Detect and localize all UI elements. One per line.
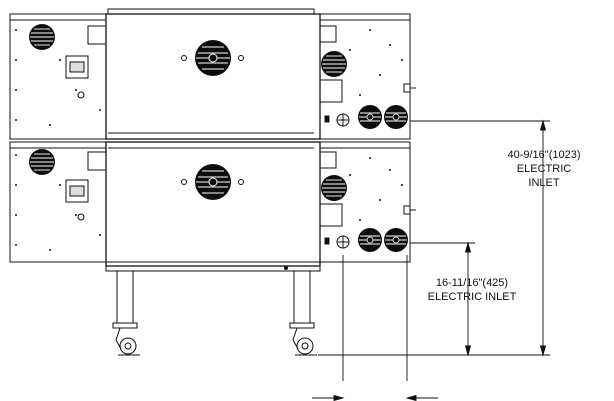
lower-oven <box>9 141 416 267</box>
dimension-lines <box>312 119 550 401</box>
upper-left-fan-icon <box>28 23 56 51</box>
upper-oven <box>9 8 416 140</box>
lower-inlet-dimension-label: 16-11/16"(425) ELECTRIC INLET <box>410 276 534 304</box>
lower-center-fan-icon <box>194 163 232 201</box>
upper-center-fan-icon <box>194 39 232 77</box>
lower-left-fan-icon <box>28 148 56 176</box>
upper-right-fan-icon <box>320 50 348 78</box>
upper-inlet-fan-b-icon <box>383 104 409 130</box>
upper-inlet-fan-a-icon <box>357 104 383 130</box>
lower-inlet-fan-b-icon <box>383 227 409 253</box>
lower-right-fan-icon <box>320 174 348 202</box>
lower-oven-fans <box>28 148 409 253</box>
lower-inlet-fan-a-icon <box>357 227 383 253</box>
upper-inlet-dimension-label: 40-9/16"(1023) ELECTRIC INLET <box>494 148 594 190</box>
upper-inlet-measure: 40-9/16"(1023) <box>507 149 581 161</box>
lower-oven-details <box>181 179 350 249</box>
upper-oven-rivets <box>15 29 403 126</box>
lower-inlet-text-line1: ELECTRIC INLET <box>427 291 517 303</box>
stand <box>105 265 321 356</box>
upper-inlet-text-line1: ELECTRIC <box>516 163 572 175</box>
lower-oven-rivets <box>15 154 403 251</box>
upper-oven-fans <box>28 23 409 130</box>
upper-oven-details <box>181 55 350 127</box>
upper-inlet-text-line2: INLET <box>528 177 560 189</box>
lower-inlet-measure: 16-11/16"(425) <box>435 277 509 289</box>
